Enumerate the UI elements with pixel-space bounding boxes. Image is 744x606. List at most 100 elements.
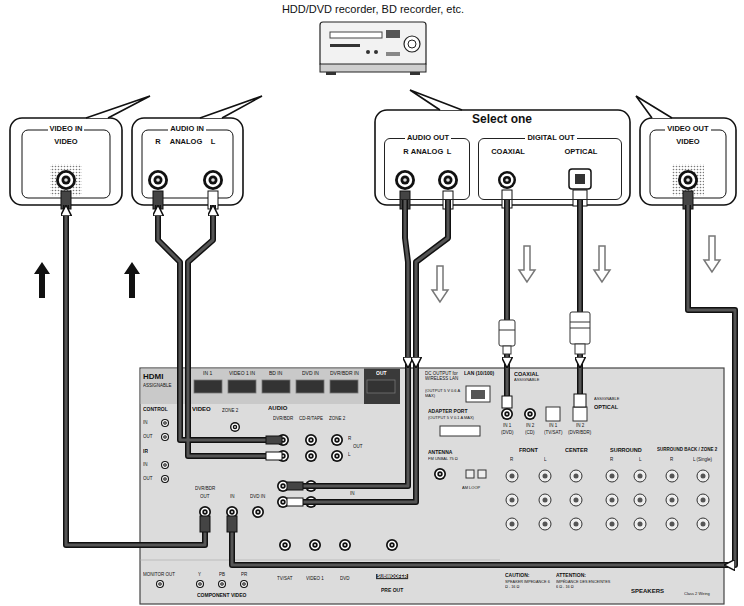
callout-bubble-outline <box>636 96 672 118</box>
panel-jack <box>638 474 643 479</box>
callout-label: VIDEO OUT <box>665 125 710 134</box>
callout-label: OPTICAL <box>565 148 598 157</box>
cable-plug <box>502 396 512 408</box>
panel-cable <box>180 368 272 456</box>
recorder-illustration <box>386 30 400 38</box>
panel-jack <box>161 461 169 469</box>
cable-core <box>405 200 408 368</box>
receiver-panel <box>262 380 290 393</box>
panel-label: LAN (10/100) <box>464 371 494 377</box>
panel-jack <box>282 501 284 503</box>
panel-jack <box>342 542 347 547</box>
panel-jack <box>436 470 445 479</box>
rca-jack <box>438 170 458 190</box>
panel-jack <box>527 411 532 416</box>
panel-jack <box>529 413 531 415</box>
panel-jack <box>543 522 548 527</box>
cable-outline <box>405 200 408 368</box>
cable-outline <box>416 200 448 368</box>
recorder-illustration <box>366 50 370 54</box>
panel-jack <box>164 422 165 423</box>
jack-frame <box>650 130 726 198</box>
rca-jack <box>441 173 455 187</box>
panel-jack <box>634 494 646 506</box>
panel-jack <box>310 439 312 441</box>
signal-arrow <box>704 236 720 272</box>
rca-jack <box>59 173 73 187</box>
panel-jack <box>336 439 338 441</box>
panel-jack <box>539 494 551 506</box>
panel-cable <box>180 368 272 456</box>
panel-label: VIDEO 1 IN <box>229 371 255 377</box>
panel-jack <box>543 474 548 479</box>
receiver-panel <box>546 407 560 421</box>
jack-frame <box>22 130 110 198</box>
callout-label: Select one <box>472 113 532 127</box>
panel-jack <box>610 498 615 503</box>
recorder-unit: HDD/DVD recorder, BD recorder, etc. <box>270 2 476 76</box>
rca-jack <box>211 178 215 182</box>
panel-label: SUBWOOFER <box>376 574 408 579</box>
panel-jack <box>606 518 618 530</box>
panel-jack <box>389 542 394 547</box>
panel-jack <box>506 470 518 482</box>
cable-connector <box>688 205 735 565</box>
panel-jack <box>334 453 339 458</box>
recorder-illustration <box>330 32 382 38</box>
panel-label: COMPONENT VIDEO <box>197 593 246 599</box>
panel-jack <box>221 583 222 584</box>
panel-jack <box>574 498 579 503</box>
panel-jack <box>331 450 343 462</box>
panel-jack <box>164 478 165 479</box>
panel-jack <box>701 498 706 503</box>
signal-arrow <box>519 246 535 282</box>
panel-label: (TV/SAT) <box>544 430 562 435</box>
panel-label: OPTICAL <box>594 404 618 410</box>
panel-jack <box>163 435 167 439</box>
panel-jack <box>501 408 513 420</box>
device-caption: HDD/DVD recorder, BD recorder, etc. <box>282 3 464 16</box>
panel-label: VIDEO 1 <box>306 576 324 581</box>
panel-jack <box>574 474 579 479</box>
panel-jack <box>610 474 615 479</box>
panel-jack <box>199 583 200 584</box>
cable-core <box>66 205 140 545</box>
panel-jack <box>162 476 168 482</box>
panel-label: MONITOR OUT <box>143 572 175 577</box>
recorder-illustration <box>410 72 420 75</box>
panel-jack <box>506 494 518 506</box>
callout-label: VIDEO <box>54 138 77 147</box>
cable-outline <box>66 205 140 545</box>
cable-plug <box>574 394 586 407</box>
callout-bubble-outline <box>636 96 672 118</box>
jack-frame <box>22 130 726 198</box>
panel-jack <box>606 470 618 482</box>
panel-label: PR <box>241 572 247 577</box>
cable-plug <box>227 516 237 532</box>
rca-jack <box>154 176 163 185</box>
panel-jack <box>570 518 582 530</box>
panel-label: DVD IN <box>302 371 319 377</box>
panel-jack <box>156 408 709 588</box>
panel-label: FRONT <box>519 447 538 453</box>
rca-jack <box>203 170 223 190</box>
panel-jack <box>310 455 312 457</box>
panel-jack <box>234 426 236 428</box>
receiver-panel <box>471 390 485 399</box>
panel-jack <box>339 539 351 551</box>
receiver-panel <box>194 380 395 393</box>
panel-cable <box>232 522 724 565</box>
panel-jack <box>606 494 618 506</box>
panel-label: L <box>544 457 547 462</box>
panel-jack <box>161 475 169 483</box>
panel-label: PRE OUT <box>381 588 403 594</box>
panel-jack <box>197 581 203 587</box>
recorder-illustration <box>320 64 426 72</box>
panel-jack <box>308 437 313 442</box>
cable-plug <box>200 394 586 532</box>
panel-jack <box>196 580 204 588</box>
panel-label: SPEAKERS <box>631 588 664 595</box>
callout-label: R <box>155 138 160 147</box>
panel-label: L <box>639 457 642 462</box>
